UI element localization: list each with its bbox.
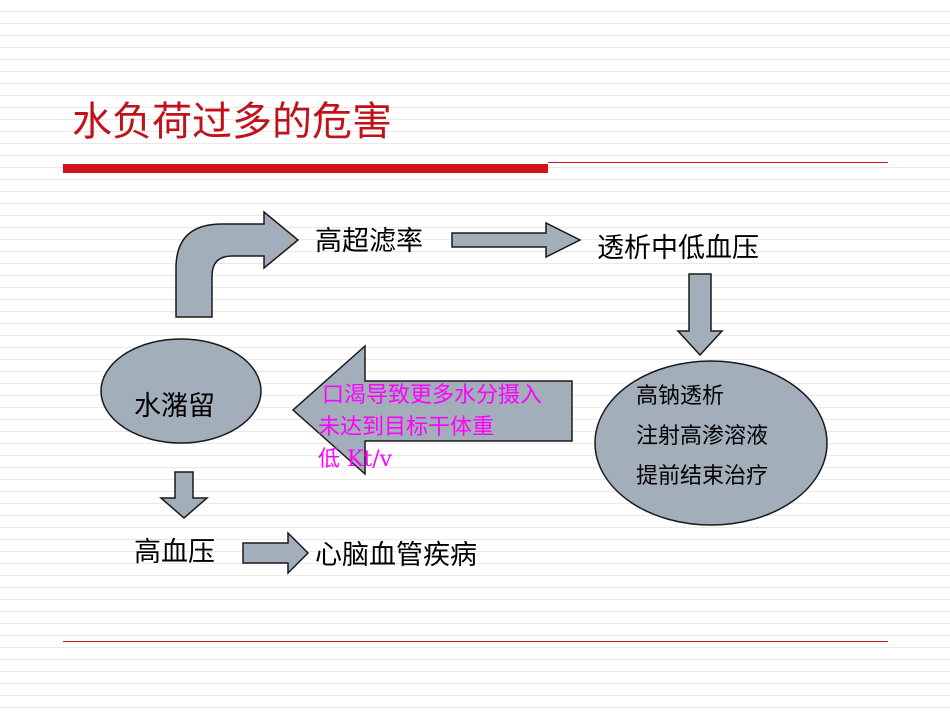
hypertension-label: 高血压 (134, 537, 215, 568)
high-uf-label: 高超滤率 (315, 226, 423, 257)
edema-label: 水潴留 (134, 391, 215, 422)
footer-rule (63, 641, 888, 642)
title-accent-bar (63, 164, 548, 173)
hypotension-label: 透析中低血压 (597, 233, 759, 264)
feedback-line: 口渴导致更多水分摄入 (322, 383, 543, 408)
slide-title: 水负荷过多的危害 (72, 99, 392, 145)
cvd-label: 心脑血管疾病 (315, 540, 477, 571)
feedback-left-arrow (291, 344, 573, 476)
remedy-item: 提前结束治疗 (636, 464, 769, 489)
edema-ellipse (100, 338, 262, 444)
remedies-ellipse (594, 360, 828, 526)
arrow-to-hypertension (158, 471, 210, 519)
feedback-line: 未达到目标干体重 (318, 415, 495, 440)
curved-up-right-arrow (175, 210, 300, 318)
title-underline-rule (548, 162, 888, 163)
arrow-to-remedies (676, 273, 724, 357)
feedback-line: 低 Kt/v (318, 447, 393, 472)
arrow-to-hypotension (451, 221, 582, 259)
remedy-item: 注射高渗溶液 (636, 424, 769, 449)
remedy-item: 高钠透析 (636, 384, 725, 409)
arrow-to-cvd (242, 531, 310, 575)
